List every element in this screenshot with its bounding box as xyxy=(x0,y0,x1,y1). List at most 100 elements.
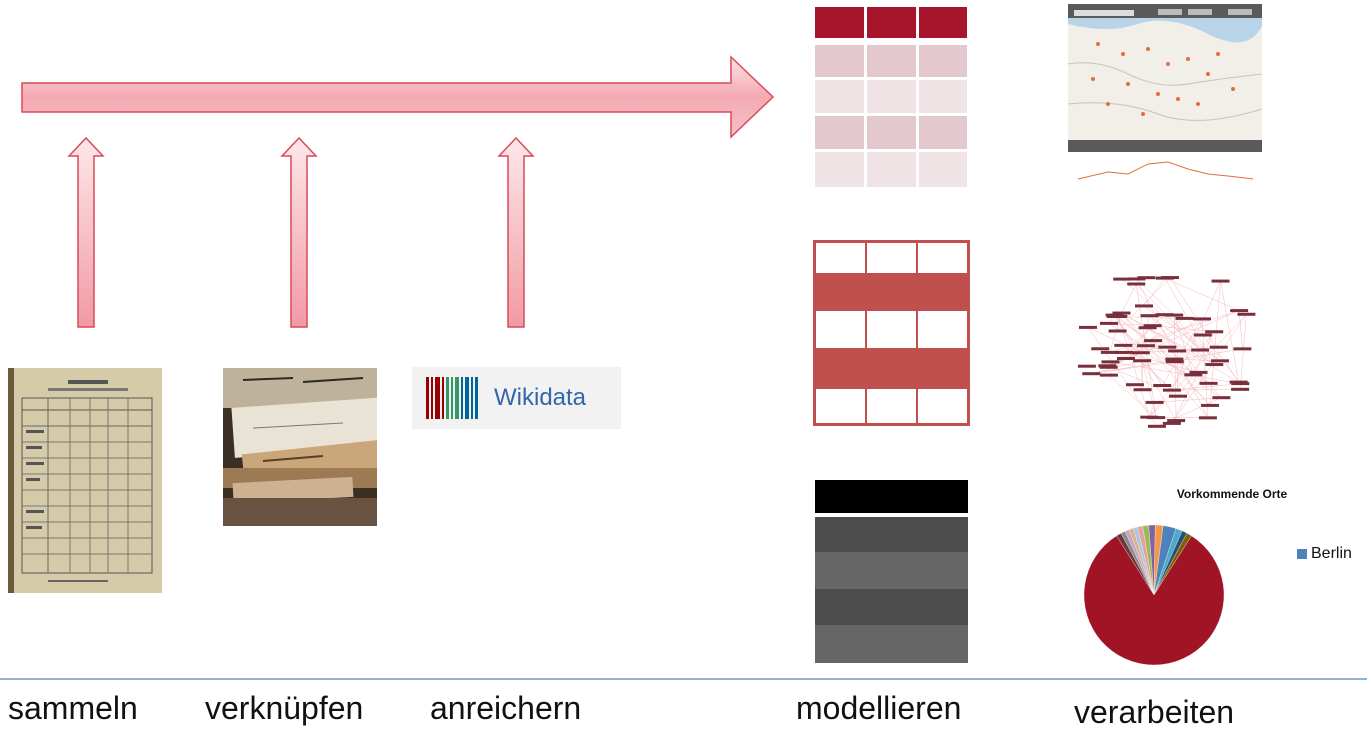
network-node xyxy=(1077,364,1096,368)
network-node xyxy=(1175,316,1194,320)
network-node xyxy=(1168,349,1187,353)
network-node xyxy=(1155,276,1174,280)
table-cell xyxy=(919,45,967,77)
network-node xyxy=(1114,343,1133,347)
network-node xyxy=(1168,394,1187,398)
pie-legend: Berlin xyxy=(1297,545,1352,563)
network-node xyxy=(1133,359,1152,363)
network-edge xyxy=(1171,314,1247,424)
network-node xyxy=(1099,373,1118,377)
network-edge xyxy=(1149,315,1215,365)
network-edge xyxy=(1121,312,1239,383)
table-cell xyxy=(919,152,967,187)
table-header-cell xyxy=(867,7,916,38)
table-cell xyxy=(867,152,916,187)
network-edge xyxy=(1173,314,1201,351)
network-edge xyxy=(1164,277,1240,311)
network-edge xyxy=(1087,327,1158,427)
network-node xyxy=(1133,388,1152,392)
pie-chart xyxy=(1083,524,1225,665)
wikidata-bar xyxy=(451,377,453,419)
network-node xyxy=(1210,359,1229,363)
network-node xyxy=(1193,333,1212,337)
network-node xyxy=(1231,387,1250,391)
network-node xyxy=(1127,277,1146,281)
step-label-sammeln: sammeln xyxy=(8,690,138,726)
network-node xyxy=(1114,350,1133,354)
network-node xyxy=(1147,424,1166,428)
wikidata-bar xyxy=(446,377,449,419)
wikidata-bar xyxy=(442,377,444,419)
network-node xyxy=(1233,347,1252,351)
network-edge xyxy=(1193,331,1215,375)
network-node xyxy=(1136,344,1155,348)
network-node xyxy=(1145,400,1164,404)
network-node xyxy=(1158,345,1177,349)
network-edge xyxy=(1239,314,1247,390)
network-node xyxy=(1212,396,1231,400)
network-node xyxy=(1167,419,1186,423)
table-header-cell xyxy=(815,7,864,38)
network-node xyxy=(1205,330,1224,334)
network-node xyxy=(1135,304,1154,308)
network-node xyxy=(1078,325,1097,329)
card-index-image xyxy=(223,368,377,526)
up-arrow-sammeln xyxy=(67,136,105,328)
network-node xyxy=(1231,382,1250,386)
wikidata-bar xyxy=(475,377,478,419)
step-label-anreichern: anreichern xyxy=(430,690,582,726)
network-node xyxy=(1140,314,1159,318)
network-edge xyxy=(1169,277,1239,383)
network-node xyxy=(1162,421,1181,425)
network-node xyxy=(1138,326,1157,330)
network-edge xyxy=(1121,312,1209,418)
network-node xyxy=(1237,312,1256,316)
wikidata-bar xyxy=(465,377,469,419)
network-edge xyxy=(1108,374,1157,418)
network-edge xyxy=(1108,345,1147,368)
network-edge xyxy=(1238,310,1243,349)
network-node xyxy=(1211,279,1230,283)
table-visual-1 xyxy=(815,7,967,187)
network-node xyxy=(1165,360,1184,364)
table-cell xyxy=(815,116,864,149)
step-label-verarbeiten: verarbeiten xyxy=(1074,694,1235,730)
table-cell xyxy=(815,80,864,113)
network-node xyxy=(1191,348,1210,352)
table-cell xyxy=(919,116,967,149)
table-cell xyxy=(815,152,864,187)
network-node xyxy=(1147,416,1166,420)
network-edge xyxy=(1143,277,1166,307)
wikidata-logo: Wikidata xyxy=(412,367,621,429)
network-node xyxy=(1144,339,1163,343)
network-edge xyxy=(1220,281,1239,383)
network-node xyxy=(1209,345,1228,349)
network-node xyxy=(1192,317,1211,321)
table-cell xyxy=(815,45,864,77)
place-network-graph xyxy=(1077,276,1256,428)
pie-slice-main xyxy=(1083,535,1225,665)
map-application-screenshot xyxy=(1068,4,1262,185)
table-visual-2 xyxy=(813,240,970,426)
network-node xyxy=(1091,347,1110,351)
network-node xyxy=(1143,324,1162,328)
step-label-modellieren: modellieren xyxy=(796,690,962,726)
wikidata-bar xyxy=(435,377,440,419)
network-node xyxy=(1101,360,1120,364)
register-document-image xyxy=(8,368,162,593)
network-node xyxy=(1184,373,1203,377)
network-edge xyxy=(1091,361,1175,374)
network-edge xyxy=(1123,352,1199,373)
table-cell xyxy=(867,80,916,113)
wikidata-barcode-icon xyxy=(426,377,480,419)
up-arrow-anreichern xyxy=(497,136,535,328)
network-node xyxy=(1127,282,1146,286)
table-cell xyxy=(867,45,916,77)
network-node xyxy=(1201,403,1220,407)
wikidata-bar xyxy=(471,377,473,419)
step-label-verknuepfen: verknüpfen xyxy=(205,690,364,726)
legend-label-berlin: Berlin xyxy=(1311,545,1352,562)
network-node xyxy=(1189,370,1208,374)
network-edge xyxy=(1117,277,1171,332)
network-edge xyxy=(1121,283,1137,314)
